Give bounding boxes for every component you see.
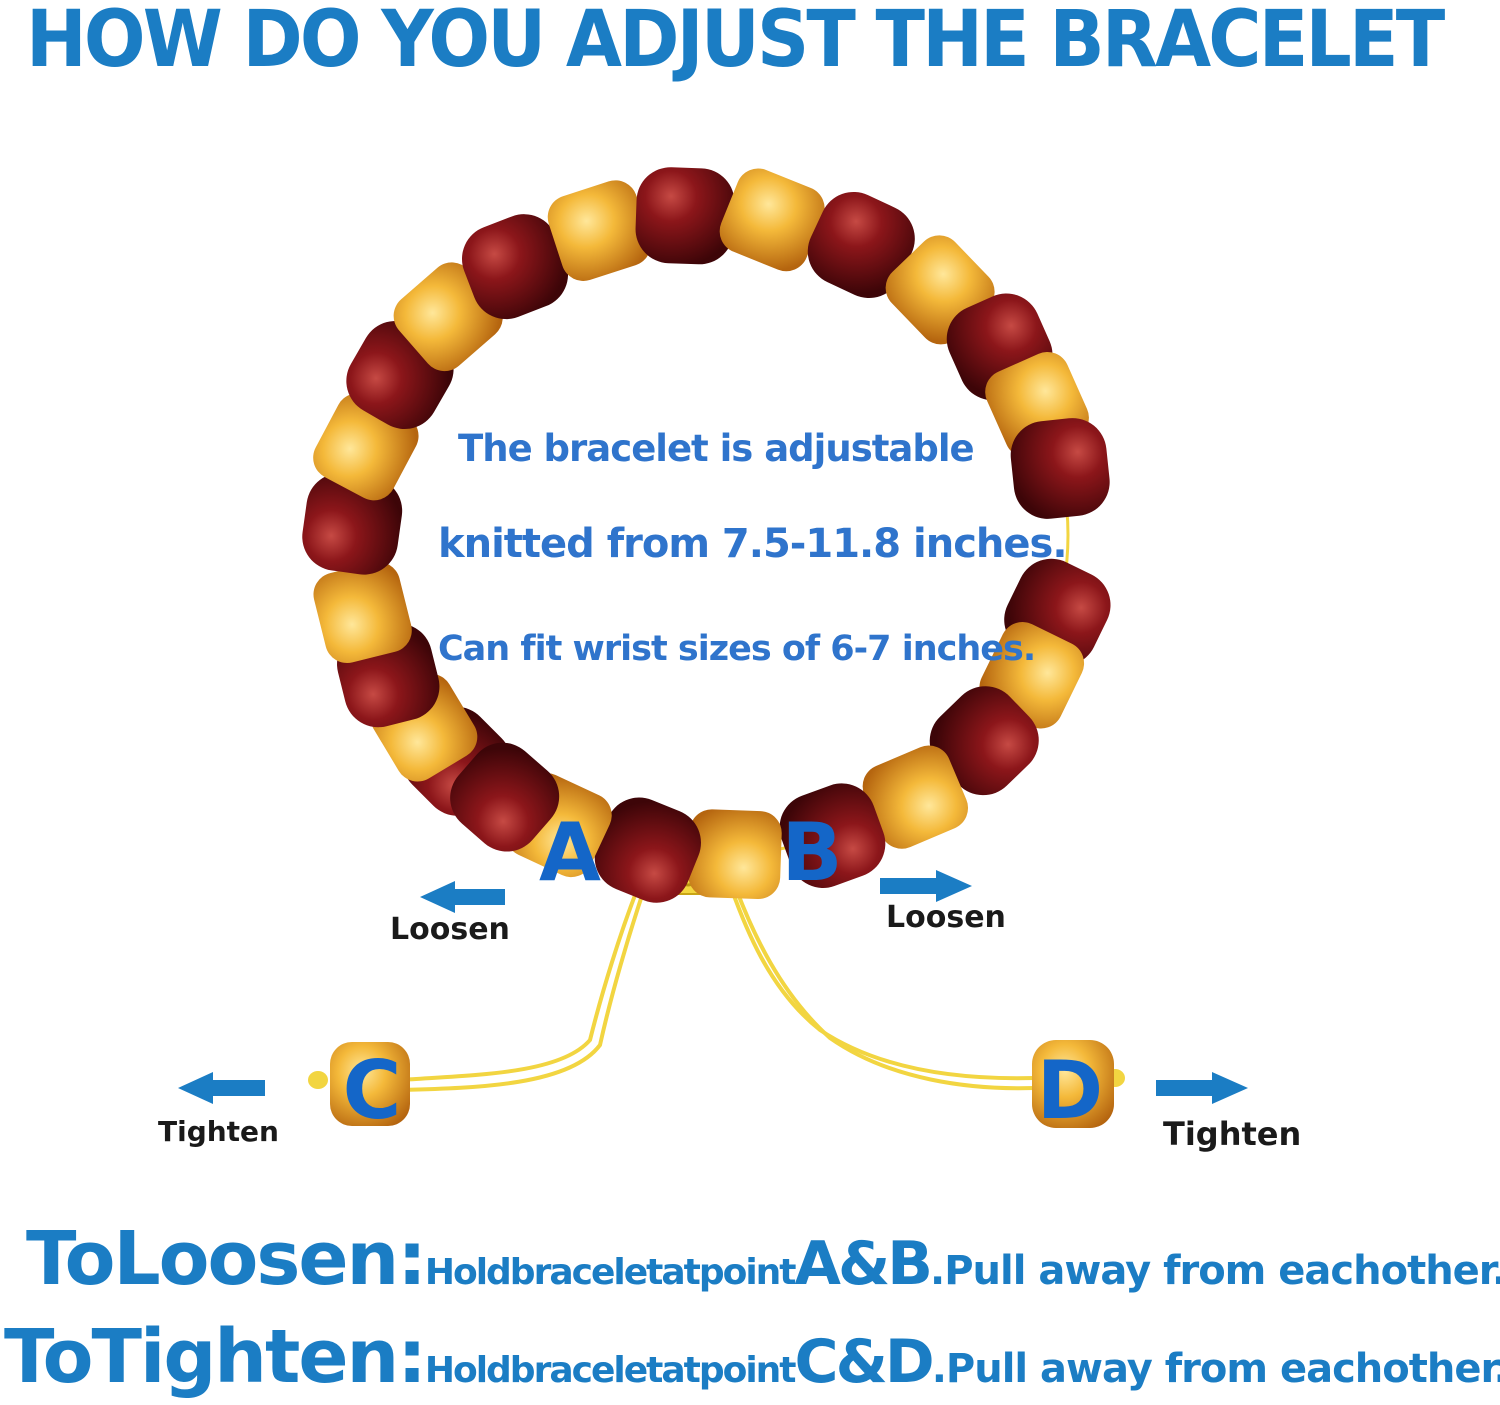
tighten-text: Holdbraceletatpoint — [424, 1350, 797, 1391]
point-c-label: C — [343, 1044, 402, 1137]
page-title: HOW DO YOU ADJUST THE BRACELET — [26, 0, 1445, 85]
loosen-heading: ToLoosen: — [26, 1216, 427, 1302]
tighten-points: C&D — [794, 1327, 935, 1397]
cherry-amber-bead — [594, 797, 701, 903]
arrow-right-icon — [1156, 1072, 1248, 1104]
cherry-amber-bead — [635, 167, 735, 265]
honey-amber-bead — [719, 168, 825, 272]
loosen-instruction: ToLoosen:HoldbraceletatpointA&B.Pull awa… — [26, 1222, 1500, 1296]
cherry-amber-bead — [807, 191, 915, 299]
arrow-left-icon — [420, 881, 505, 913]
cherry-amber-bead — [1010, 418, 1110, 519]
bead-ring — [302, 167, 1111, 903]
honey-amber-bead — [547, 180, 651, 282]
arrow-left-icon — [178, 1072, 265, 1104]
loosen-text: Holdbraceletatpoint — [424, 1252, 797, 1293]
end-bead-c[interactable] — [308, 1042, 410, 1126]
cherry-amber-bead — [461, 214, 569, 320]
tighten-tail: .Pull away from eachother. — [931, 1346, 1500, 1392]
cord — [398, 868, 1037, 1092]
tighten-heading: ToTighten: — [4, 1314, 427, 1400]
loosen-tail: .Pull away from eachother. — [930, 1248, 1500, 1294]
loosen-left-label: Loosen — [390, 912, 510, 947]
honey-amber-bead — [313, 561, 412, 664]
info-line-2: knitted from 7.5-11.8 inches. — [438, 521, 1068, 567]
info-line-1: The bracelet is adjustable — [458, 427, 975, 470]
honey-amber-bead — [862, 745, 969, 849]
point-a-label: A — [539, 806, 601, 899]
info-line-3: Can fit wrist sizes of 6-7 inches. — [438, 629, 1036, 669]
cherry-amber-bead — [779, 783, 886, 888]
tighten-right-label: Tighten — [1163, 1115, 1302, 1153]
arrow-right-icon — [880, 870, 972, 902]
point-b-label: B — [782, 806, 843, 899]
loosen-right-label: Loosen — [886, 900, 1006, 935]
tighten-left-label: Tighten — [158, 1115, 279, 1148]
cherry-amber-bead — [450, 742, 560, 852]
loosen-points: A&B — [794, 1229, 933, 1299]
honey-amber-bead — [688, 809, 782, 900]
cherry-amber-bead — [929, 686, 1039, 796]
point-d-label: D — [1037, 1044, 1103, 1137]
end-bead-d[interactable] — [1032, 1040, 1125, 1128]
tighten-instruction: ToTighten:HoldbraceletatpointC&D.Pull aw… — [4, 1320, 1500, 1394]
